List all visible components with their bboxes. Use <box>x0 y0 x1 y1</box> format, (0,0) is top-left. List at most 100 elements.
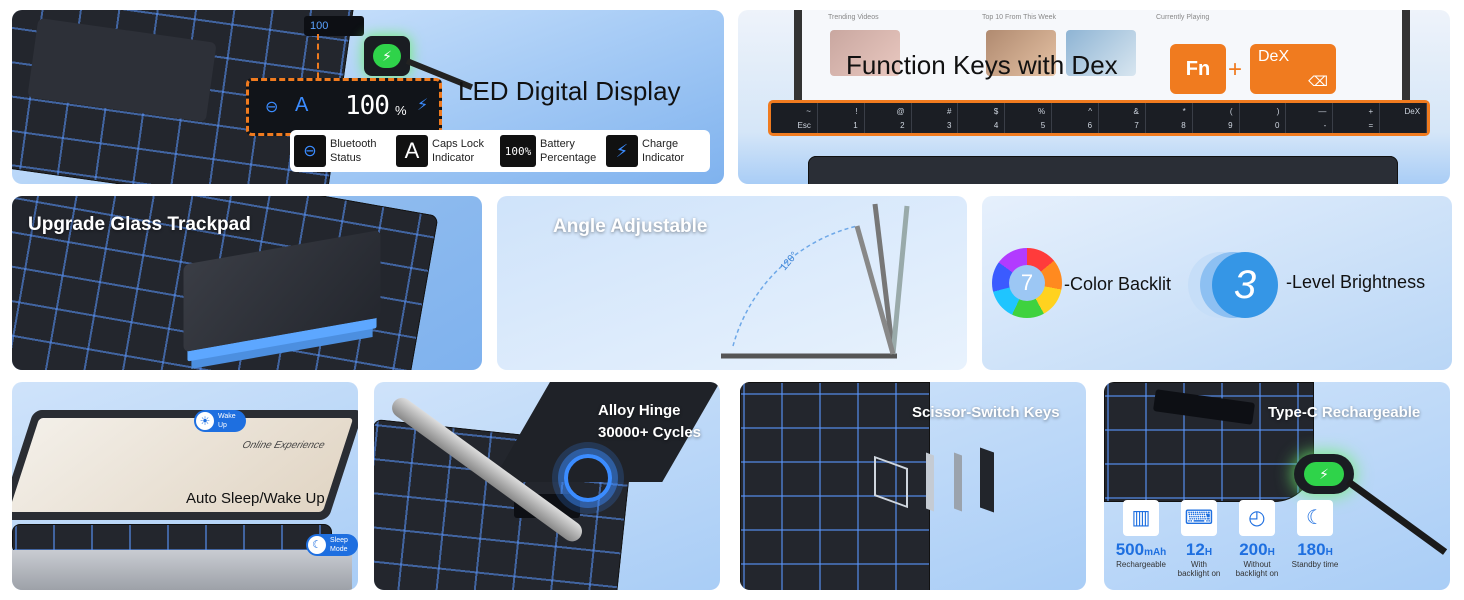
sleep-label-1: Sleep <box>330 537 348 544</box>
hinge-line1: Alloy Hinge <box>598 402 681 419</box>
typec-title: Type-C Rechargeable <box>1268 404 1421 421</box>
wake-label-2: Up <box>218 422 227 429</box>
usb-c-plug: ⚡ <box>1294 454 1354 494</box>
brightness-circles: 3 <box>1188 252 1278 318</box>
function-key-top: ! <box>855 107 858 116</box>
screen-text: Online Experience <box>240 440 327 451</box>
function-key: (9 <box>1193 103 1240 133</box>
trackpad-tile: Upgrade Glass Trackpad <box>12 196 482 370</box>
legend-bluetooth-line1: Bluetooth <box>330 138 377 150</box>
brightness-level: 3 <box>1212 252 1278 318</box>
keyboard-image <box>808 156 1398 184</box>
percent-display-sign: % <box>395 103 407 118</box>
legend-battery: 100% Battery Percentage <box>500 135 606 167</box>
function-key-top: * <box>1182 107 1186 116</box>
function-key: !1 <box>818 103 865 133</box>
stat-caption-2: backlight on <box>1177 569 1221 578</box>
caps-display-char: A <box>295 94 309 116</box>
stat-caption-1: Rechargeable <box>1116 560 1166 569</box>
charge-indicator-icon: ⚡ <box>606 135 638 167</box>
sun-icon: ☀ <box>196 412 214 430</box>
function-key: —- <box>1286 103 1334 133</box>
charger-plug: ⚡ <box>364 36 410 76</box>
function-key-top: — <box>1318 107 1327 116</box>
keyboard-light-icon: ⌨ <box>1181 500 1217 536</box>
legend-caps-line2: Indicator <box>432 152 475 164</box>
color-backlit-label: -Color Backlit <box>1064 274 1172 294</box>
stat-number: 500 <box>1115 540 1145 559</box>
speedometer-icon: ◴ <box>1239 500 1275 536</box>
screen-label-1: Trending Videos <box>828 14 879 21</box>
function-key: &7 <box>1099 103 1146 133</box>
dex-key-label: DeX <box>1258 48 1290 65</box>
part-4 <box>980 447 994 513</box>
function-key: DeX <box>1380 103 1428 133</box>
legend-battery-line1: Battery <box>540 138 575 150</box>
screen-label-2: Top 10 From This Week <box>982 14 1057 21</box>
thumb-2 <box>986 30 1056 76</box>
sleep-mode-badge: ☾ Sleep Mode <box>306 534 358 556</box>
plus-sign: + <box>1228 56 1243 83</box>
stat-value: 12H <box>1170 540 1228 560</box>
stat-unit: H <box>1204 547 1213 558</box>
function-key-bottom: 3 <box>946 121 952 130</box>
fn-title: Function Keys with Dex <box>846 50 1118 80</box>
led-legend: ⊖ Bluetooth Status A Caps Lock Indicator… <box>290 130 710 172</box>
function-key-bottom: 8 <box>1181 121 1186 130</box>
part-3 <box>954 452 962 512</box>
function-key-top: + <box>1368 107 1374 116</box>
function-key: )0 <box>1240 103 1287 133</box>
stat-caption-1: With <box>1191 560 1207 569</box>
function-key-bottom: 5 <box>1040 121 1046 130</box>
battery-icon: ▥ <box>1123 500 1159 536</box>
thumb-3 <box>1066 30 1136 76</box>
function-key: += <box>1333 103 1381 133</box>
stat-unit: H <box>1325 547 1333 558</box>
function-key-bottom: - <box>1323 121 1327 130</box>
angle-title: Angle Adjustable <box>553 216 708 237</box>
charge-bolt-icon: ⚡ <box>1304 462 1344 486</box>
function-keys-tile: Trending Videos Top 10 From This Week Cu… <box>738 10 1450 184</box>
function-key-bottom: = <box>1368 121 1374 130</box>
dex-key-badge: DeX ⌫ <box>1250 44 1336 94</box>
stat-value: 180H <box>1286 540 1344 560</box>
stat-value: 500mAh <box>1112 540 1170 560</box>
function-key-top: DeX <box>1404 107 1421 116</box>
function-key: %5 <box>1005 103 1053 133</box>
moon-icon: ☾ <box>1297 500 1333 536</box>
legend-bluetooth: ⊖ Bluetooth Status <box>294 135 396 167</box>
function-key-top: ^ <box>1088 107 1093 116</box>
function-key: $4 <box>958 103 1006 133</box>
angle-arc <box>721 203 910 359</box>
backlit-tile: 7 -Color Backlit 3 -Level Brightness <box>982 196 1452 370</box>
stat-caption-1: Without <box>1243 560 1271 569</box>
stat-number: 180 <box>1297 540 1326 559</box>
scissor-title: Scissor-Switch Keys <box>912 404 1060 421</box>
battery-percent-icon: 100% <box>500 135 536 167</box>
stat-unit: H <box>1267 547 1275 558</box>
fn-key-badge: Fn <box>1170 44 1226 94</box>
stat-caption-2: backlight on <box>1235 569 1279 578</box>
screen-label-3: Currently Playing <box>1156 14 1210 21</box>
function-key-bottom: 2 <box>900 121 905 130</box>
function-key-top: # <box>946 107 952 116</box>
function-key-bottom: 7 <box>1134 121 1139 130</box>
brightness-label: -Level Brightness <box>1286 272 1426 292</box>
function-key: ~Esc <box>771 103 818 133</box>
stat-value: 200H <box>1228 540 1286 560</box>
function-key-bottom: Esc <box>797 121 811 130</box>
sleep-wake-tile: Online Experience ☀ Wake Up Auto Sleep/W… <box>12 382 358 590</box>
function-key-bottom: 9 <box>1228 121 1233 130</box>
laptop-base <box>12 550 352 590</box>
keyboard-image <box>12 524 332 554</box>
callout-line <box>317 34 321 88</box>
stat-number: 12 <box>1185 540 1205 559</box>
thumb-1 <box>830 30 900 76</box>
stat-number: 200 <box>1239 540 1268 559</box>
color-cycle-icon: 7 <box>992 248 1062 318</box>
legend-caps: A Caps Lock Indicator <box>396 135 500 167</box>
